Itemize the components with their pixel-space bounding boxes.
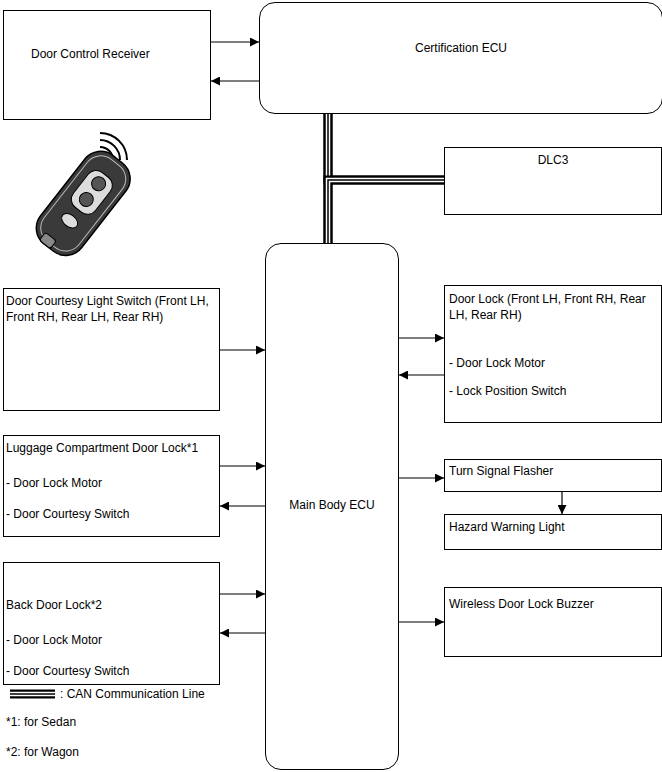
signal-arrow: [399, 338, 444, 339]
box-title: Main Body ECU: [272, 497, 392, 513]
component-box: DLC3: [444, 147, 662, 215]
lock-button: [89, 174, 109, 194]
signal-arrow: [399, 478, 444, 479]
signal-arrow: [211, 81, 259, 82]
box-title: Certification ECU: [268, 40, 654, 56]
signal-arrow: [399, 375, 444, 376]
can-bus-line: [328, 114, 444, 180]
signal-arrow: [220, 350, 265, 351]
mechanical-key: [39, 232, 56, 248]
component-box: Wireless Door Lock Buzzer: [444, 587, 662, 657]
component-box: Hazard Warning Light: [444, 514, 662, 550]
component-box: Door Courtesy Light Switch (Front LH, Fr…: [3, 288, 220, 411]
component-box: Door Control Receiver: [3, 10, 211, 120]
box-title: Turn Signal Flasher: [449, 463, 657, 479]
box-title: Door Courtesy Light Switch (Front LH, Fr…: [6, 293, 217, 325]
box-item: - Door Lock Motor: [449, 355, 657, 371]
legend-line-sample: [10, 694, 55, 695]
box-item: - Door Courtesy Switch: [6, 506, 217, 522]
box-title: Luggage Compartment Door Lock*1: [6, 440, 217, 456]
fob-body: [28, 143, 138, 263]
component-box: Turn Signal Flasher: [444, 459, 662, 492]
component-box: Back Door Lock*2 - Door Lock Motor - Door …: [3, 562, 220, 685]
component-box: Luggage Compartment Door Lock*1 - Door Lo…: [3, 435, 220, 537]
box-item: - Door Lock Motor: [6, 475, 217, 491]
key-fob: [28, 143, 138, 263]
signal-arrow: [220, 594, 265, 595]
trunk-button: [59, 210, 81, 231]
component-box: Door Lock (Front LH, Front RH, Rear LH, …: [444, 285, 662, 423]
signal-arrow: [399, 622, 444, 623]
signal-arrow: [211, 42, 259, 43]
signal-arrow: [562, 492, 563, 514]
footnote: *1: for Sedan: [6, 714, 76, 730]
fob-button-panel: [67, 166, 116, 218]
fob-rim: [34, 149, 133, 258]
box-item: - Door Courtesy Switch: [6, 663, 217, 679]
box-item: - Lock Position Switch: [449, 383, 657, 399]
box-title: Hazard Warning Light: [449, 519, 657, 535]
box-title: Door Lock (Front LH, Front RH, Rear LH, …: [449, 291, 657, 323]
signal-arrow: [220, 633, 265, 634]
signal-arrow: [220, 506, 265, 507]
legend-text: : CAN Communication Line: [60, 686, 205, 702]
footnote: *2: for Wagon: [6, 744, 79, 760]
component-box: Main Body ECU: [265, 243, 399, 770]
component-box: Certification ECU: [259, 2, 662, 114]
box-title: Back Door Lock*2: [6, 597, 217, 613]
box-title: Wireless Door Lock Buzzer: [449, 596, 657, 612]
box-title: DLC3: [453, 152, 653, 168]
signal-arrow: [220, 466, 265, 467]
unlock-button: [76, 190, 96, 210]
can-bus-line: [328, 180, 444, 243]
box-item: - Door Lock Motor: [6, 632, 217, 648]
box-title: Door Control Receiver: [31, 46, 183, 62]
